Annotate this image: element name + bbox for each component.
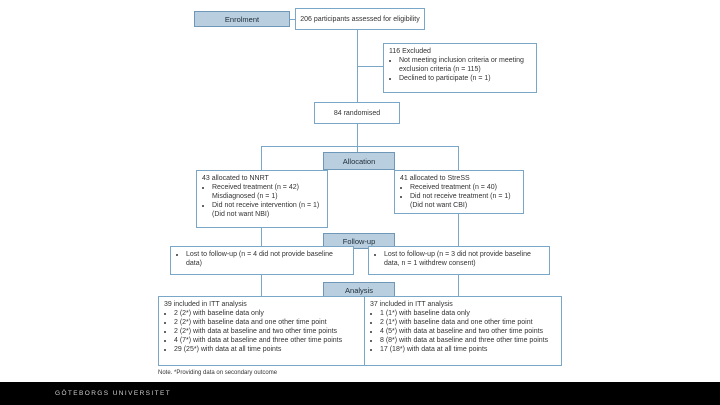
allocation-left-box: 43 allocated to NNRT Received treatment … xyxy=(196,170,328,228)
analysis-right-heading: 37 included in ITT analysis xyxy=(370,301,453,308)
allocation-left-heading: 43 allocated to NNRT xyxy=(202,175,269,182)
analysis-right-box: 37 included in ITT analysis 1 (1*) with … xyxy=(364,296,562,366)
excluded-item: Not meeting inclusion criteria or meetin… xyxy=(399,56,531,74)
analysis-left-item: 2 (2*) with baseline data and one other … xyxy=(174,318,360,327)
followup-right-item: Lost to follow-up (n = 3 did not provide… xyxy=(384,250,544,268)
connector xyxy=(357,124,358,152)
followup-left-box: Lost to follow-up (n = 4 did not provide… xyxy=(170,246,354,275)
allocation-right-item: Received treatment (n = 40) xyxy=(410,183,518,192)
allocation-right-heading: 41 allocated to StreSS xyxy=(400,175,470,182)
analysis-left-item: 2 (2*) with baseline data only xyxy=(174,309,360,318)
analysis-right-item: 4 (5*) with data at baseline and two oth… xyxy=(380,327,556,336)
analysis-right-item: 1 (1*) with baseline data only xyxy=(380,309,556,318)
connector xyxy=(357,66,383,67)
followup-right-box: Lost to follow-up (n = 3 did not provide… xyxy=(368,246,550,275)
followup-label: Follow-up xyxy=(323,233,395,249)
analysis-left-item: 4 (7*) with data at baseline and three o… xyxy=(174,336,360,345)
enrolment-label: Enrolment xyxy=(194,11,290,27)
randomised-box: 84 randomised xyxy=(314,102,400,124)
connector xyxy=(458,275,459,296)
allocation-label: Allocation xyxy=(323,152,395,170)
connector xyxy=(290,19,295,20)
allocation-left-item: Did not receive intervention (n = 1) (Di… xyxy=(212,201,322,219)
analysis-left-item: 2 (2*) with data at baseline and two oth… xyxy=(174,327,360,336)
assessed-box: 206 participants assessed for eligibilit… xyxy=(295,8,425,30)
connector xyxy=(261,146,262,170)
analysis-right-item: 2 (1*) with baseline data and one other … xyxy=(380,318,556,327)
allocation-left-item: Received treatment (n = 42) Misdiagnosed… xyxy=(212,183,322,201)
analysis-left-item: 29 (25*) with data at all time points xyxy=(174,345,360,354)
analysis-left-heading: 39 included in ITT analysis xyxy=(164,301,247,308)
allocation-right-item: Did not receive treatment (n = 1) (Did n… xyxy=(410,192,518,210)
university-name: GÖTEBORGS UNIVERSITET xyxy=(55,390,172,397)
excluded-box: 116 Excluded Not meeting inclusion crite… xyxy=(383,43,537,93)
connector xyxy=(458,214,459,246)
excluded-item: Declined to participate (n = 1) xyxy=(399,74,531,83)
followup-left-item: Lost to follow-up (n = 4 did not provide… xyxy=(186,250,348,268)
analysis-right-item: 8 (8*) with data at baseline and three o… xyxy=(380,336,556,345)
connector xyxy=(261,146,458,147)
connector xyxy=(261,275,262,296)
excluded-heading: 116 Excluded xyxy=(389,48,431,55)
analysis-right-item: 17 (18*) with data at all time points xyxy=(380,345,556,354)
analysis-left-box: 39 included in ITT analysis 2 (2*) with … xyxy=(158,296,366,366)
footer-bar: GÖTEBORGS UNIVERSITET xyxy=(0,382,720,405)
allocation-right-box: 41 allocated to StreSS Received treatmen… xyxy=(394,170,524,214)
connector xyxy=(261,228,262,246)
footnote: Note. *Providing data on secondary outco… xyxy=(158,370,278,376)
connector xyxy=(458,146,459,170)
